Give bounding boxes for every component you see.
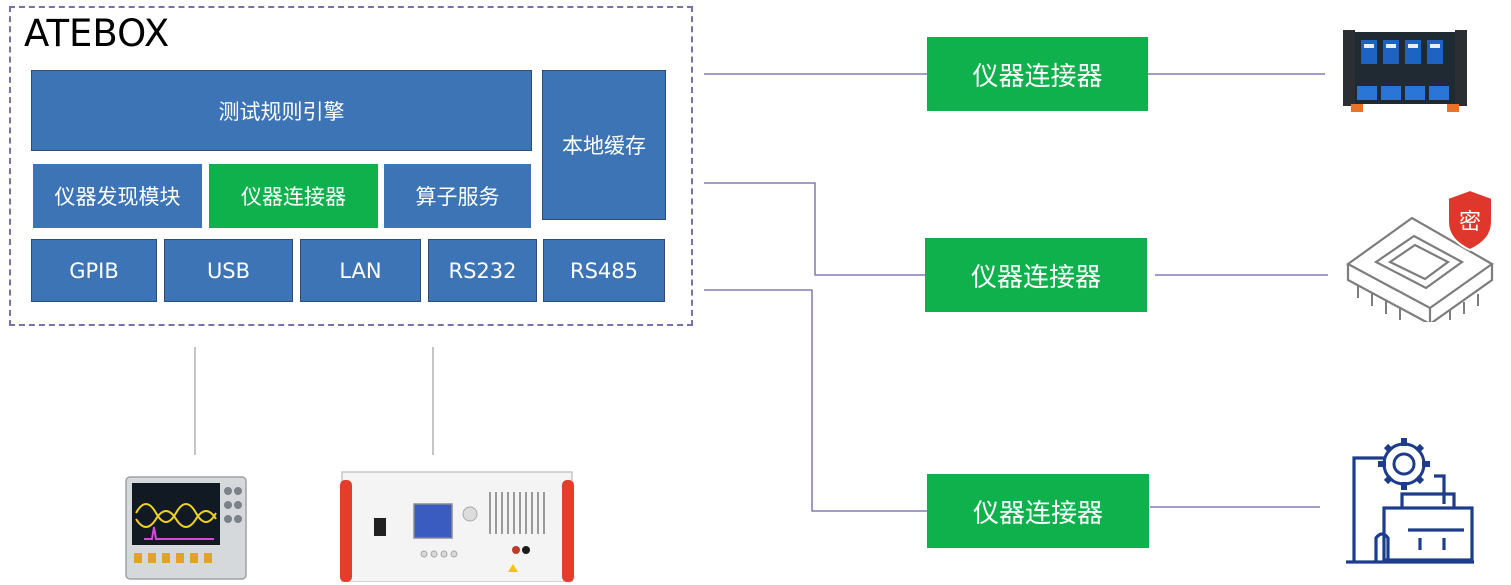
operator-service: 算子服务 — [384, 164, 531, 228]
secure-chip-icon: 密 — [1345, 190, 1495, 322]
interface-lan: LAN — [300, 239, 421, 302]
interface-rs485: RS485 — [543, 239, 665, 302]
interface-rs232: RS232 — [428, 239, 537, 302]
interface-gpib: GPIB — [31, 239, 157, 302]
instrument-connector-internal: 仪器连接器 — [209, 164, 378, 228]
instrument-connector-2: 仪器连接器 — [925, 238, 1147, 312]
instrument-connector-3: 仪器连接器 — [927, 474, 1149, 548]
oscilloscope-icon — [125, 476, 247, 580]
local-cache: 本地缓存 — [542, 70, 666, 220]
instrument-discovery-module: 仪器发现模块 — [33, 164, 202, 228]
test-rule-engine: 测试规则引擎 — [31, 70, 532, 151]
instrument-connector-1: 仪器连接器 — [927, 37, 1148, 111]
power-amplifier-icon — [340, 471, 574, 582]
atebox-frame — [9, 6, 693, 326]
interface-usb: USB — [164, 239, 293, 302]
chip-badge-text: 密 — [1459, 210, 1481, 235]
relay-module-icon — [1343, 30, 1467, 112]
atebox-title: ATEBOX — [24, 12, 170, 55]
industrial-machine-icon — [1346, 438, 1474, 564]
